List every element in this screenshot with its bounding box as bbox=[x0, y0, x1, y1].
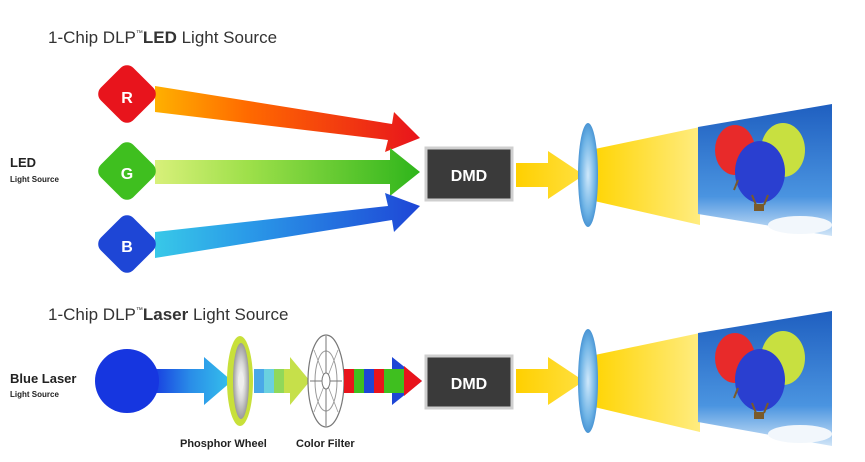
dmd-output-arrow-bottom bbox=[516, 357, 584, 405]
dmd-bottom: DMD bbox=[424, 354, 514, 410]
color-sequence-arrow bbox=[344, 357, 422, 405]
green-led-source: G bbox=[98, 142, 156, 200]
laser-beam-arrow bbox=[150, 357, 232, 405]
dmd-top: DMD bbox=[424, 146, 514, 202]
blue-led-letter: B bbox=[121, 239, 133, 256]
red-led-source: R bbox=[98, 65, 156, 123]
color-filter-wheel bbox=[307, 334, 345, 428]
dmd-bottom-label: DMD bbox=[451, 376, 487, 393]
red-beam-arrow bbox=[155, 86, 420, 152]
blue-led-source: B bbox=[98, 215, 156, 273]
top-title: 1-Chip DLP™LED Light Source bbox=[48, 28, 277, 47]
projection-cone-bottom bbox=[590, 333, 700, 432]
projection-cone-top bbox=[590, 127, 700, 225]
blue-beam-arrow bbox=[155, 193, 420, 258]
lens-bottom bbox=[578, 329, 598, 433]
led-side-sublabel: Light Source bbox=[10, 175, 59, 184]
projected-image-bottom bbox=[698, 311, 832, 446]
phosphor-output-band bbox=[254, 357, 310, 405]
lens-top bbox=[578, 123, 598, 227]
phosphor-wheel-label: Phosphor Wheel bbox=[180, 438, 267, 450]
projected-image-top bbox=[698, 104, 832, 236]
green-beam-arrow bbox=[155, 148, 420, 196]
color-filter-label: Color Filter bbox=[296, 438, 355, 450]
red-led-letter: R bbox=[121, 90, 133, 107]
phosphor-wheel bbox=[227, 336, 253, 426]
laser-side-sublabel: Light Source bbox=[10, 390, 59, 399]
laser-side-label: Blue Laser bbox=[10, 371, 76, 386]
bottom-title: 1-Chip DLP™Laser Light Source bbox=[48, 305, 288, 324]
led-side-label: LED bbox=[10, 155, 36, 170]
green-led-letter: G bbox=[121, 166, 133, 183]
dmd-top-label: DMD bbox=[451, 168, 487, 185]
dmd-output-arrow-top bbox=[516, 151, 584, 199]
blue-laser-source bbox=[95, 349, 159, 413]
